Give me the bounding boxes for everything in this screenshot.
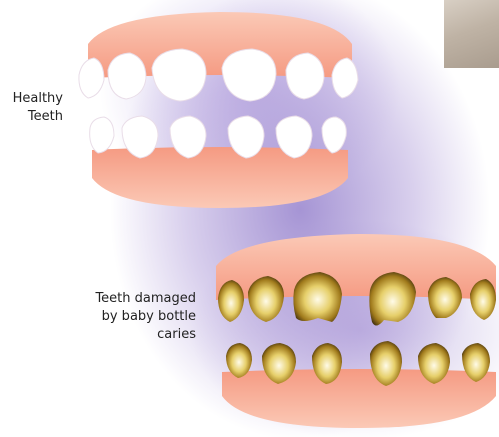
damaged-lower-gum (222, 369, 496, 428)
decayed-teeth-illustration (216, 234, 496, 428)
healthy-teeth-label: Healthy Teeth (0, 90, 63, 126)
healthy-teeth-illustration (79, 12, 358, 208)
damaged-teeth-label: Teeth damaged by baby bottle caries (56, 290, 196, 344)
healthy-lower-gum (92, 147, 348, 208)
